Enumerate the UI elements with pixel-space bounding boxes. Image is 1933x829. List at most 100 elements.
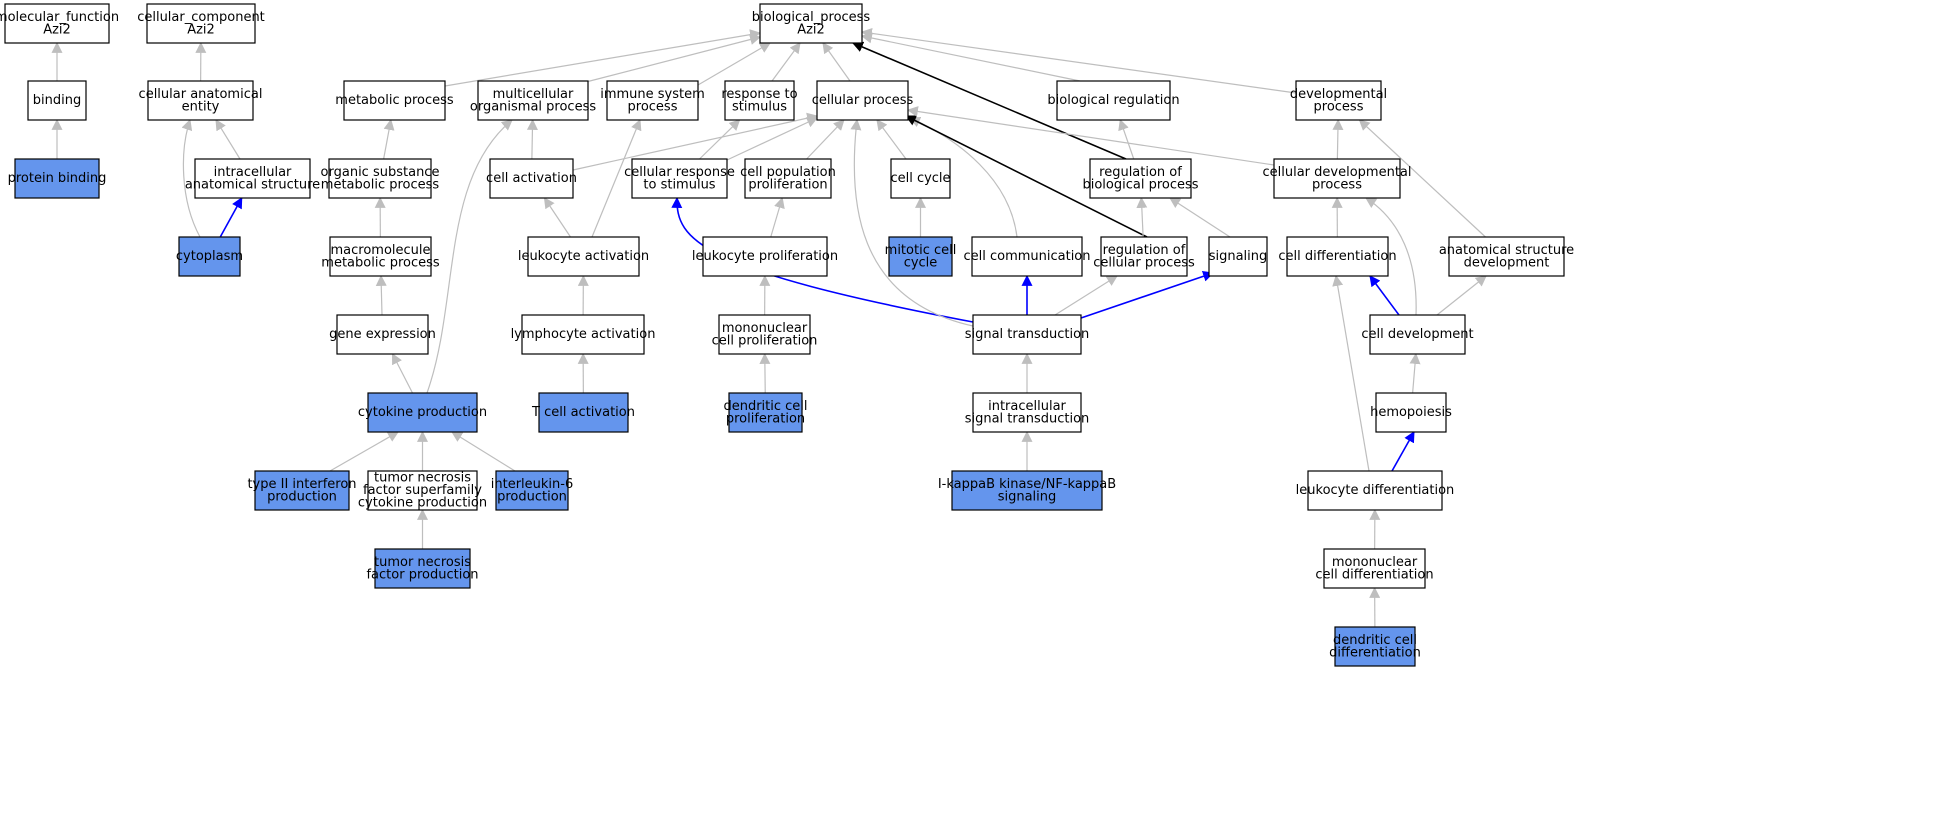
node-leukocyte-differentiation[interactable]: leukocyte differentiation	[1296, 470, 1455, 511]
edge-signaling-to-regulation-of-biological-process	[1169, 197, 1231, 238]
node-label: cytokine production	[358, 405, 487, 420]
edge-cell-population-proliferation-to-cellular-process	[806, 119, 845, 160]
node-biological-regulation[interactable]: biological regulation	[1047, 80, 1180, 121]
node-label: metabolic process	[335, 93, 454, 108]
node-label: macromolecule	[330, 243, 430, 258]
edge-cytokine-production-to-gene-expression	[391, 353, 414, 394]
node-label: differentiation	[1329, 645, 1421, 660]
node-label: tumor necrosis	[374, 555, 471, 570]
node-box	[718, 314, 811, 355]
node-label: mononuclear	[1332, 555, 1418, 570]
node-cell-differentiation[interactable]: cell differentiation	[1278, 236, 1397, 277]
node-t-cell-activation[interactable]: T cell activation	[531, 392, 635, 433]
node-label: dendritic cell	[1333, 633, 1417, 648]
node-cell-cycle[interactable]: cell cycle	[890, 158, 951, 199]
node-signaling[interactable]: signaling	[1208, 236, 1268, 277]
node-box	[1375, 392, 1447, 433]
node-label: production	[497, 489, 567, 504]
node-metabolic-process[interactable]: metabolic process	[335, 80, 454, 121]
node-label: organic substance	[321, 165, 440, 180]
edge-cell-development-to-cellular-developmental-process	[1365, 197, 1417, 316]
node-label: tumor necrosis	[374, 471, 471, 486]
node-box	[631, 158, 728, 199]
node-hemopoiesis[interactable]: hemopoiesis	[1370, 392, 1452, 433]
edge-cellular-developmental-process-to-developmental-process	[1332, 118, 1344, 160]
edge-cell-development-to-cell-differentiation	[1369, 275, 1400, 316]
node-box	[744, 158, 832, 199]
node-label: lymphocyte activation	[511, 327, 656, 342]
node-box	[374, 548, 471, 589]
node-label: cell development	[1361, 327, 1473, 342]
node-protein-binding[interactable]: protein binding	[8, 158, 107, 199]
node-box	[1334, 626, 1416, 667]
node-leukocyte-proliferation[interactable]: leukocyte proliferation	[692, 236, 838, 277]
node-label: leukocyte activation	[518, 249, 649, 264]
node-box	[147, 80, 254, 121]
node-box	[1273, 158, 1401, 199]
node-box	[178, 236, 241, 277]
edge-cell-activation-to-cellular-process	[572, 112, 819, 171]
node-cell-communication[interactable]: cell communication	[963, 236, 1091, 277]
node-label: response to	[721, 87, 797, 102]
node-label: developmental	[1290, 87, 1387, 102]
node-cytoplasm[interactable]: cytoplasm	[176, 236, 243, 277]
node-signal-transduction[interactable]: signal transduction	[965, 314, 1090, 355]
edge-signal-transduction-to-signaling	[1080, 270, 1215, 319]
node-box	[951, 470, 1103, 511]
node-box	[1307, 470, 1443, 511]
node-label: type II interferon	[247, 477, 356, 492]
edge-leukocyte-proliferation-to-cell-population-proliferation	[770, 196, 785, 238]
node-gene-expression[interactable]: gene expression	[329, 314, 436, 355]
node-label: entity	[182, 99, 220, 114]
node-cellular-process[interactable]: cellular process	[812, 80, 914, 121]
edge-leukocyte-differentiation-to-cell-differentiation	[1332, 274, 1370, 472]
node-leukocyte-activation[interactable]: leukocyte activation	[518, 236, 649, 277]
node-lymphocyte-activation[interactable]: lymphocyte activation	[511, 314, 656, 355]
node-cell-development[interactable]: cell development	[1361, 314, 1474, 355]
node-binding[interactable]: binding	[27, 80, 87, 121]
node-box	[759, 3, 863, 44]
node-cell-activation[interactable]: cell activation	[486, 158, 577, 199]
node-label: immune system	[600, 87, 705, 102]
node-label: I-kappaB kinase/NF-kappaB	[938, 477, 1116, 492]
node-label: multicellular	[493, 87, 574, 102]
node-box	[521, 314, 645, 355]
node-box	[1295, 80, 1382, 121]
node-box	[1323, 548, 1426, 589]
node-box	[972, 314, 1082, 355]
node-box	[27, 80, 87, 121]
node-label: signaling	[1209, 249, 1268, 264]
edge-type-ii-interferon-production-to-cytokine-production	[329, 431, 399, 472]
node-cytokine-production[interactable]: cytokine production	[358, 392, 487, 433]
node-label: cellular anatomical	[139, 87, 263, 102]
node-box	[1100, 236, 1188, 277]
